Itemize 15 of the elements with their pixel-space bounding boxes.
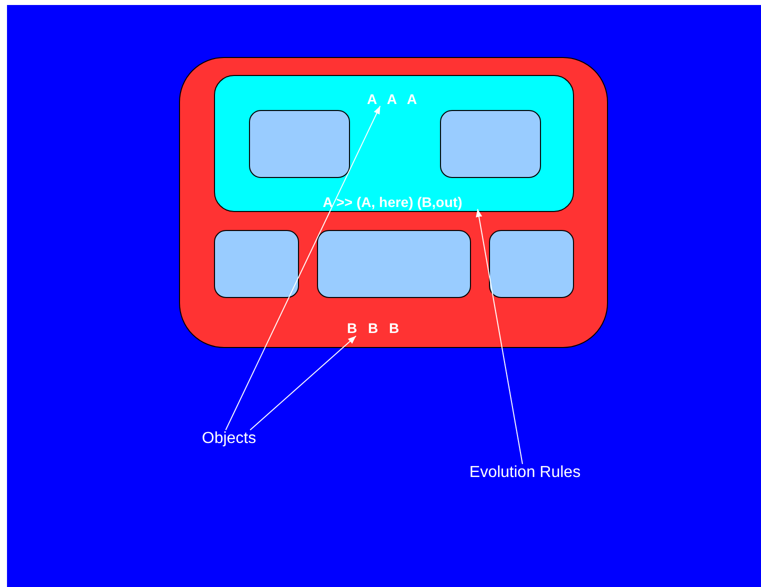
outer-membrane [179, 57, 608, 348]
leader-line [225, 106, 381, 430]
inner-membrane [214, 75, 574, 212]
compartment-box [440, 110, 541, 178]
object-symbols: A A A [352, 91, 432, 108]
callout-label: Objects [196, 430, 262, 447]
leader-line [250, 336, 356, 430]
compartment-box [249, 110, 350, 178]
object-symbols: B B B [333, 320, 413, 337]
compartment-box [214, 230, 299, 298]
callout-label: Evolution Rules [462, 464, 588, 481]
leader-line [476, 208, 523, 464]
compartment-box [317, 230, 471, 298]
compartment-box [489, 230, 574, 298]
evolution-rule: A >> (A, here) (B,out) [305, 194, 480, 211]
